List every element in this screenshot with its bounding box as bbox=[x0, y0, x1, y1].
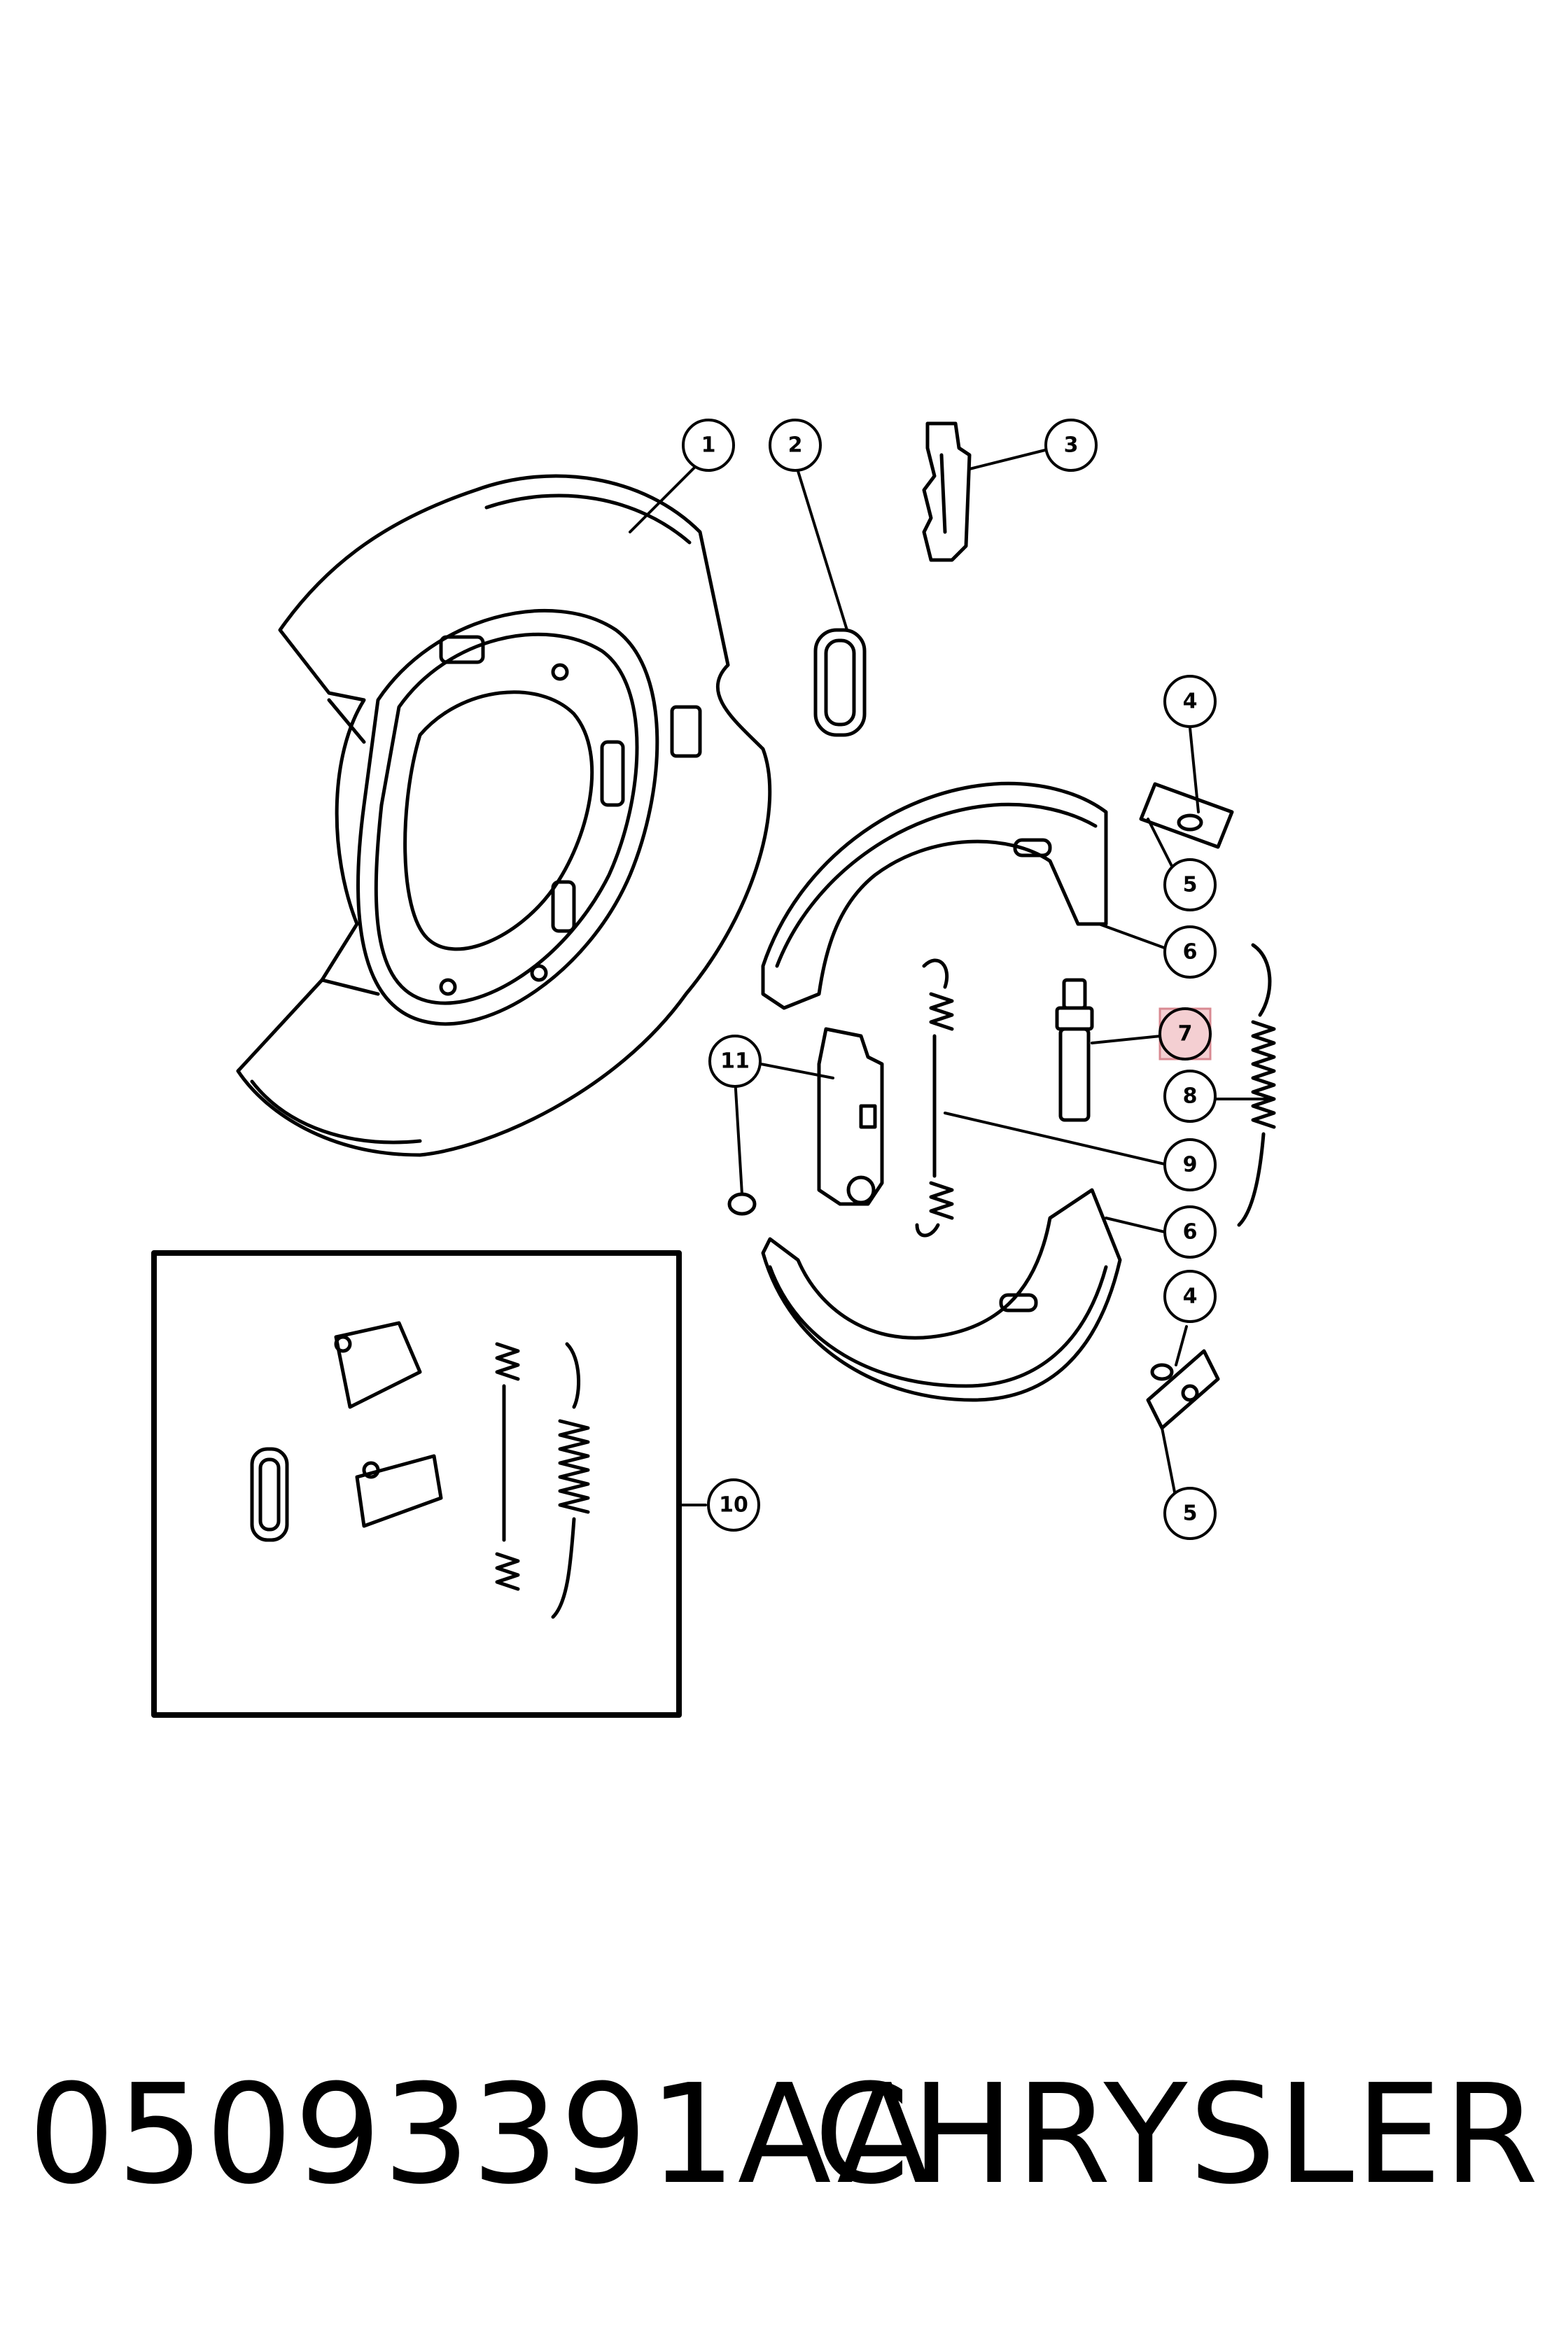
callout-c9: 9 bbox=[1163, 1138, 1217, 1191]
part-number: 05093391AA bbox=[28, 2055, 932, 2215]
callout-circle bbox=[1163, 1205, 1217, 1259]
callout-c1: 1 bbox=[682, 419, 735, 472]
backing-plate-drawing bbox=[236, 474, 772, 1157]
brake-diagram: 1 2 3 4 5 6 7 8 9 6 4 5 10 11 bbox=[151, 419, 1276, 1718]
callout-c11: 11 bbox=[708, 1035, 762, 1088]
callout-label: 1 bbox=[701, 433, 716, 458]
callout-circle bbox=[1158, 1007, 1212, 1060]
callout-label: 9 bbox=[1183, 1153, 1198, 1177]
callout-circle bbox=[1163, 1270, 1217, 1323]
access-plug-drawing bbox=[813, 628, 867, 737]
callout-c3: 3 bbox=[1044, 419, 1098, 472]
callout-label: 5 bbox=[1183, 873, 1198, 897]
callout-circle bbox=[1163, 1487, 1217, 1540]
callout-label: 3 bbox=[1064, 433, 1079, 458]
spring-8-drawing bbox=[1237, 943, 1276, 1227]
callout-c7: 7 bbox=[1158, 1007, 1212, 1060]
lower-brake-shoe-drawing bbox=[761, 1188, 1122, 1402]
callout-label: 10 bbox=[719, 1493, 748, 1518]
callout-group: 1 2 3 4 5 6 7 8 9 6 4 5 10 11 bbox=[682, 419, 1217, 1540]
callout-c5b: 5 bbox=[1163, 1487, 1217, 1540]
lever-drawing bbox=[727, 1027, 884, 1216]
callout-label: 5 bbox=[1183, 1502, 1198, 1526]
footer: 05093391AA CHRYSLER bbox=[0, 2002, 1568, 2268]
callout-circle bbox=[707, 1478, 760, 1532]
callout-label: 7 bbox=[1178, 1022, 1193, 1046]
callout-circle bbox=[1163, 675, 1217, 728]
callout-c6b: 6 bbox=[1163, 1205, 1217, 1259]
leader-lines bbox=[629, 447, 1268, 1515]
callout-circle bbox=[769, 419, 822, 472]
callout-circle bbox=[1163, 858, 1217, 911]
callout-label: 2 bbox=[788, 433, 803, 458]
callout-c5a: 5 bbox=[1163, 858, 1217, 911]
brand-name: CHRYSLER bbox=[813, 2055, 1540, 2215]
adjuster-drawing bbox=[1055, 978, 1094, 1122]
kit-box-drawing bbox=[151, 1250, 682, 1718]
callout-label: 6 bbox=[1183, 940, 1198, 965]
callout-circle bbox=[708, 1035, 762, 1088]
callout-label: 6 bbox=[1183, 1220, 1198, 1245]
callout-circle bbox=[1044, 419, 1098, 472]
callout-c2: 2 bbox=[769, 419, 822, 472]
callout-c8: 8 bbox=[1163, 1070, 1217, 1123]
callout-c6a: 6 bbox=[1163, 925, 1217, 979]
callout-circle bbox=[1163, 1070, 1217, 1123]
upper-brake-shoe-drawing bbox=[761, 781, 1108, 1010]
callout-label: 8 bbox=[1183, 1084, 1198, 1109]
callout-label: 4 bbox=[1183, 1284, 1198, 1309]
callout-circle bbox=[1163, 925, 1217, 979]
callout-label: 4 bbox=[1183, 690, 1198, 714]
callout-circle bbox=[682, 419, 735, 472]
spring-9-drawing bbox=[915, 958, 954, 1238]
callout-circle bbox=[1163, 1138, 1217, 1191]
hold-down-clips-drawing bbox=[1139, 782, 1234, 1430]
callout-c4a: 4 bbox=[1163, 675, 1217, 728]
callout-c10: 10 bbox=[707, 1478, 760, 1532]
clip-drawing bbox=[922, 421, 972, 562]
callout-label: 11 bbox=[720, 1049, 750, 1074]
callout-c4b: 4 bbox=[1163, 1270, 1217, 1323]
